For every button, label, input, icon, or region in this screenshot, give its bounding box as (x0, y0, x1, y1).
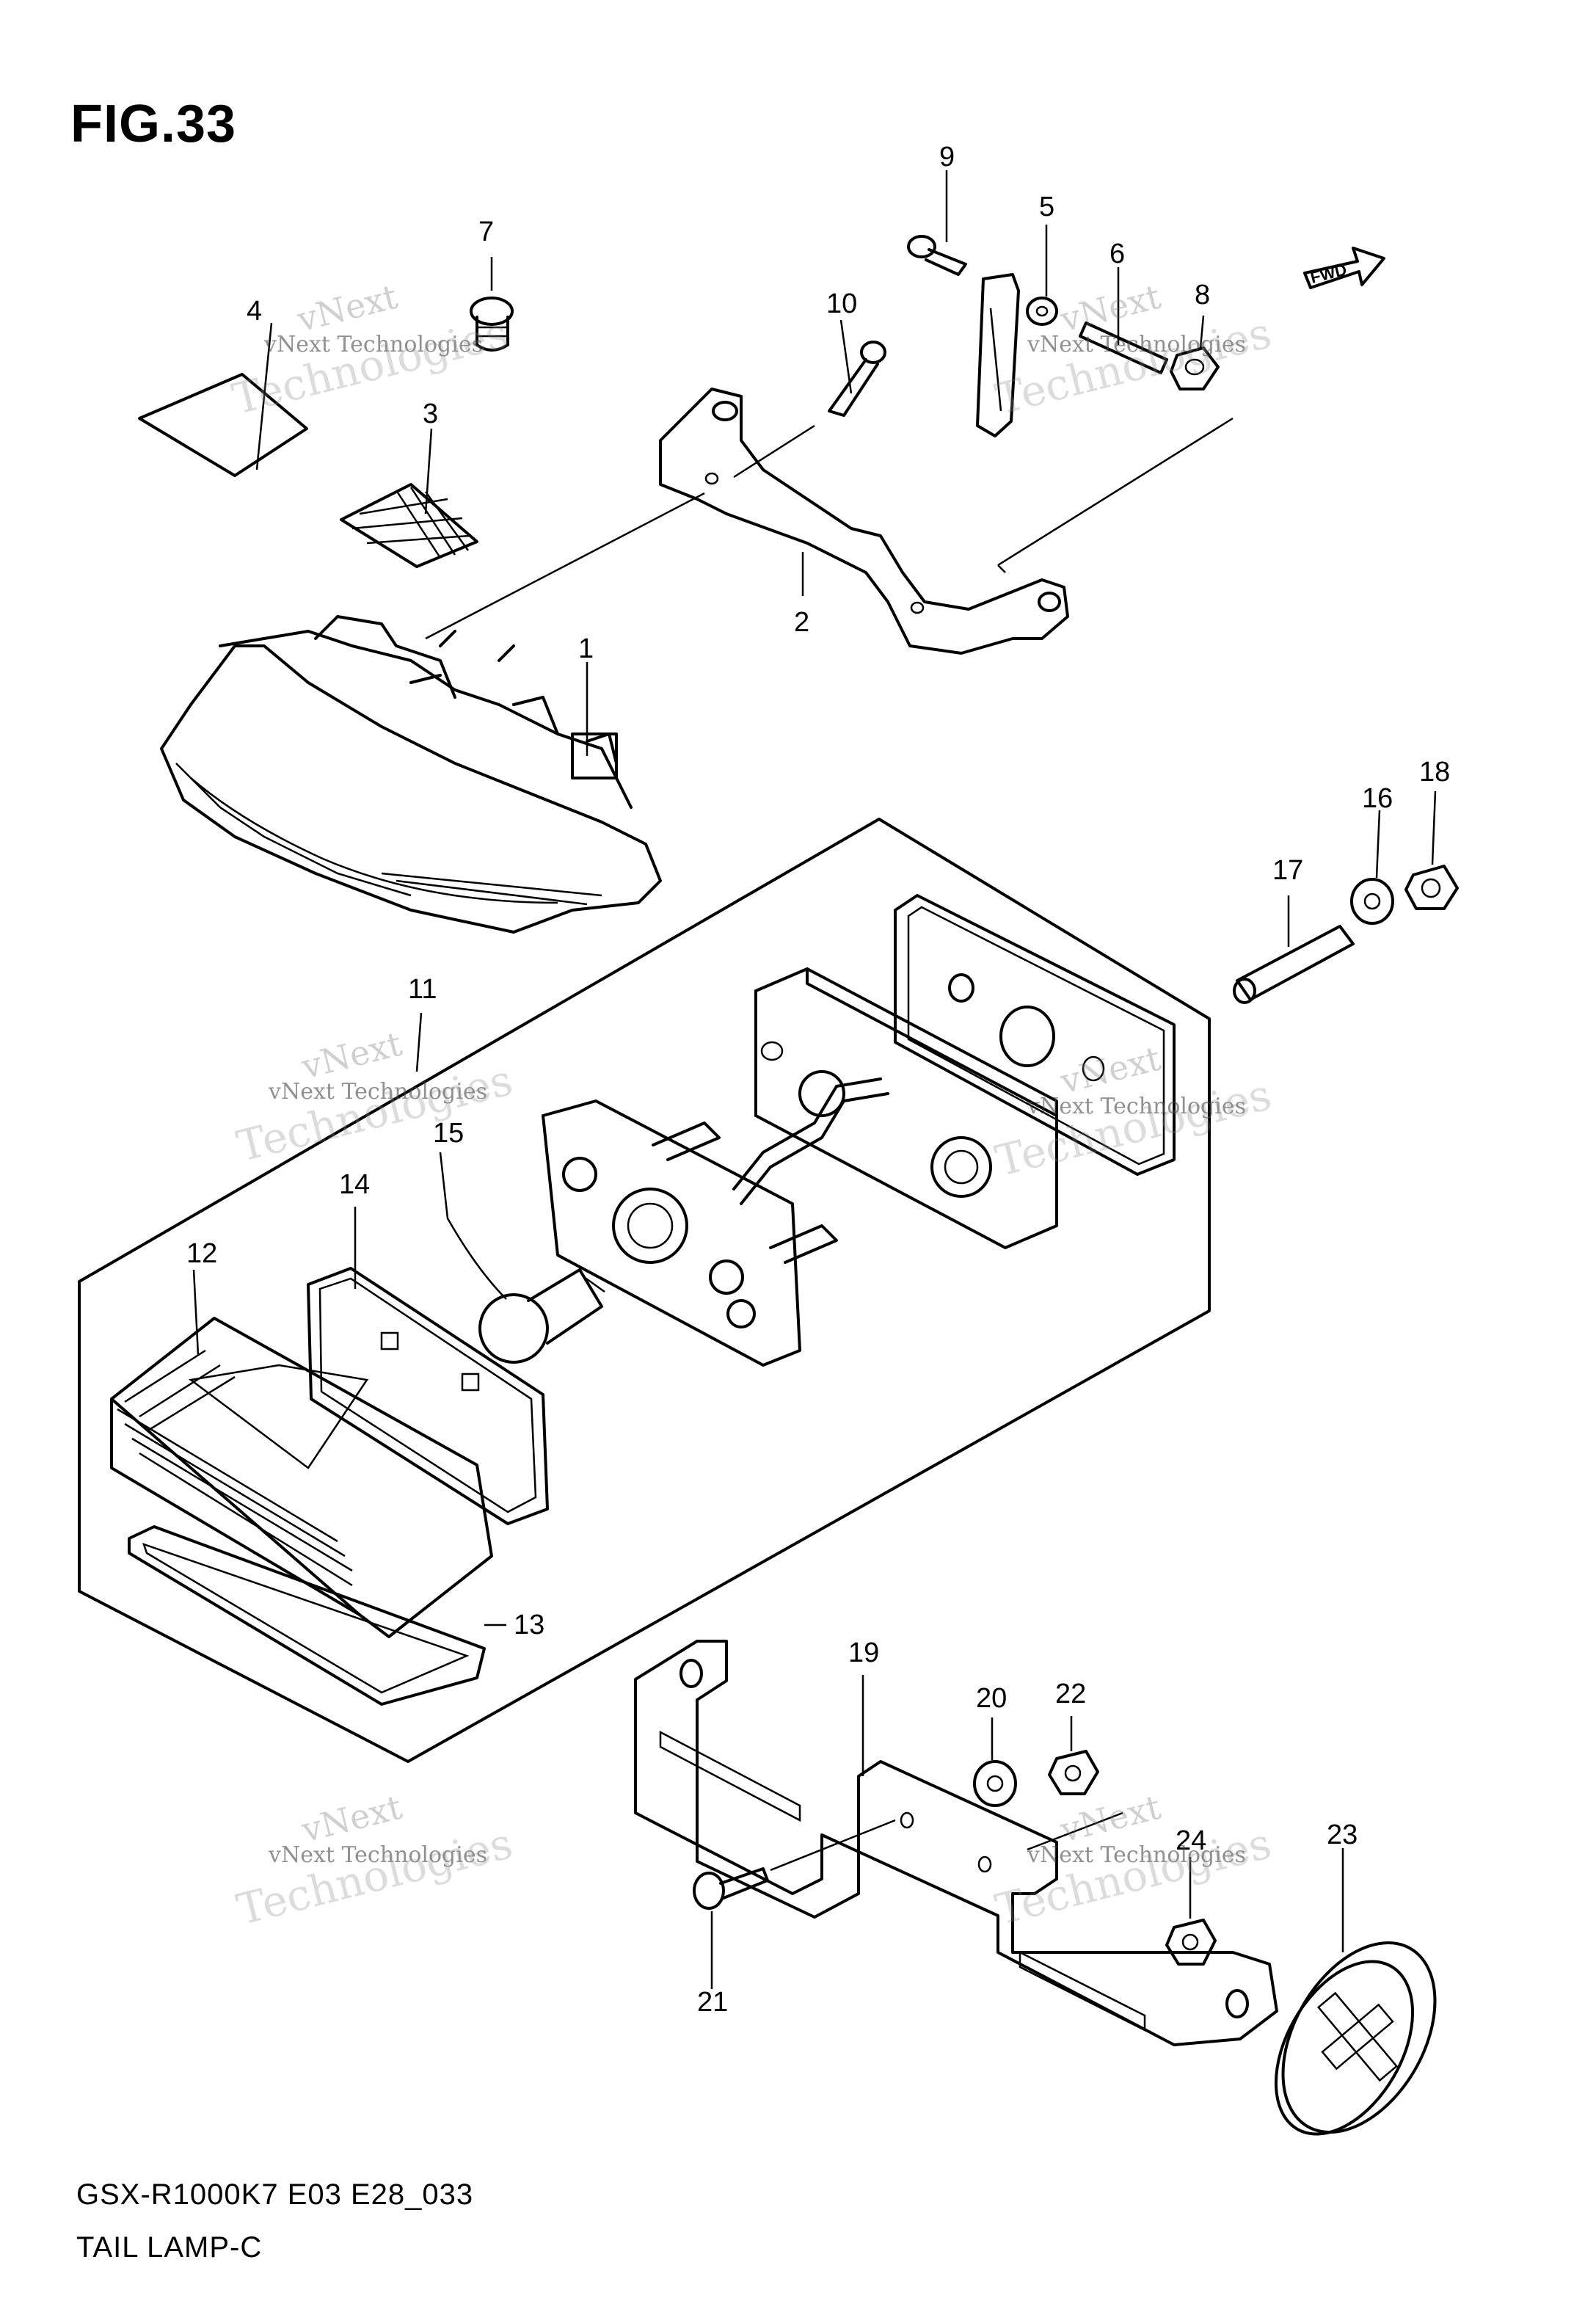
callout-19: 19 (848, 1637, 879, 1668)
part-16-washer (1350, 878, 1394, 925)
socket-holder (542, 1077, 889, 1367)
stay-strip (976, 273, 1020, 437)
callout-labels: 1 2 3 4 5 6 7 8 9 10 11 12 13 14 15 16 1… (186, 142, 1450, 2018)
part-10-screw (828, 341, 886, 417)
part-23-cap (1274, 1941, 1437, 2136)
part-24-nut (1165, 1919, 1217, 1966)
part-15-bulb (478, 1268, 605, 1364)
part-3-reflector (340, 483, 478, 568)
housing-block (754, 967, 1058, 1249)
callout-20: 20 (976, 1683, 1007, 1714)
figure-title: FIG.33 (70, 95, 237, 153)
callout-11: 11 (408, 974, 437, 1005)
part-4-plate (138, 373, 308, 477)
callout-5: 5 (1039, 192, 1054, 222)
callout-17: 17 (1272, 855, 1303, 886)
callout-8: 8 (1195, 280, 1210, 310)
part-11-kit-outline (78, 818, 1211, 1763)
part-1-tail-lamp (160, 615, 662, 934)
fwd-label: FWD (1308, 260, 1349, 286)
callout-6: 6 (1109, 239, 1125, 269)
part-17-collar (1233, 925, 1355, 1004)
callout-23: 23 (1327, 1820, 1358, 1850)
callout-4: 4 (247, 296, 262, 327)
part-6-bolt (1079, 321, 1168, 374)
callout-1: 1 (578, 633, 594, 664)
part-2-bracket (659, 388, 1069, 655)
part-14-gasket (307, 1267, 549, 1525)
callout-22: 22 (1055, 1679, 1086, 1709)
callout-21: 21 (697, 1987, 728, 2018)
back-gasket (894, 894, 1176, 1176)
part-19-license-bracket (634, 1640, 1278, 2046)
callout-10: 10 (826, 288, 857, 319)
callout-24: 24 (1176, 1825, 1206, 1856)
part-12-lens (110, 1317, 493, 1638)
model-code: GSX-R1000K7 E03 E28_033 (76, 2178, 474, 2211)
part-21-screw (693, 1867, 769, 1910)
callout-3: 3 (423, 399, 438, 429)
callout-12: 12 (186, 1238, 217, 1269)
part-5-washer (1026, 297, 1058, 326)
part-18-nut (1404, 865, 1459, 910)
callout-14: 14 (339, 1169, 370, 1200)
part-7-screw (470, 297, 514, 352)
part-9-screw (907, 235, 967, 276)
callout-18: 18 (1419, 757, 1450, 788)
part-8-nut (1170, 346, 1220, 390)
callout-15: 15 (433, 1118, 464, 1149)
part-22-nut (1048, 1750, 1099, 1795)
part-13-plate (128, 1525, 486, 1706)
callout-16: 16 (1362, 783, 1393, 814)
section-name: TAIL LAMP-C (76, 2231, 263, 2264)
callout-9: 9 (939, 142, 955, 172)
callout-13: 13 (514, 1610, 544, 1640)
callout-2: 2 (794, 607, 809, 638)
part-20-washer (973, 1760, 1017, 1807)
fwd-arrow-icon: FWD (1303, 247, 1385, 289)
callout-7: 7 (478, 217, 494, 247)
